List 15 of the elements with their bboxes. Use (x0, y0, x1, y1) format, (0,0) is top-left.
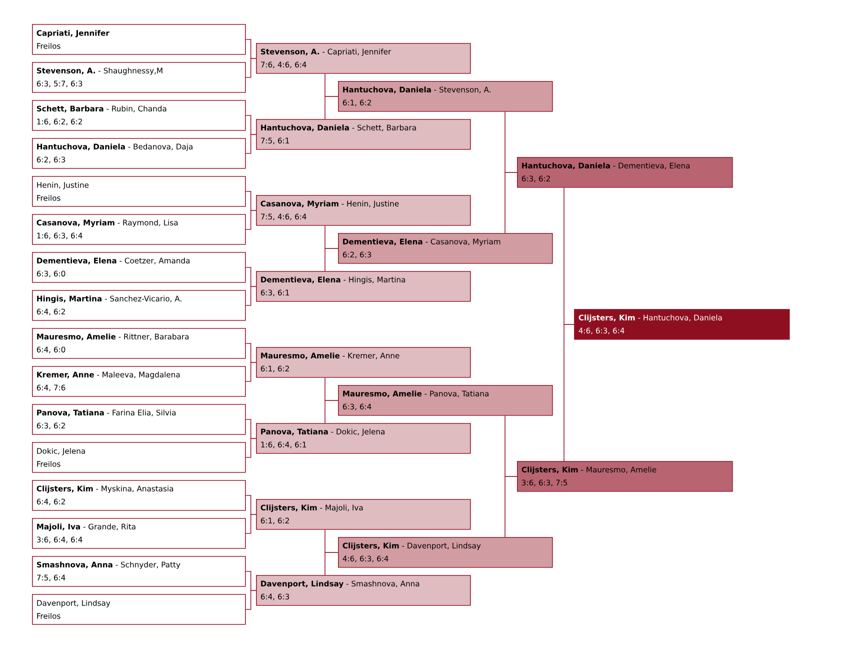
bracket-line (324, 96, 338, 120)
bracket-line (324, 248, 338, 272)
bracket-line (324, 400, 338, 424)
bracket-line (245, 514, 256, 534)
bracket-line (245, 286, 256, 306)
bracket-line (504, 476, 518, 538)
bracket-line (245, 362, 256, 382)
bracket-line (245, 134, 256, 154)
bracket-line (245, 58, 256, 78)
bracket-line (245, 590, 256, 610)
bracket-line (245, 438, 256, 458)
bracket-line (245, 210, 256, 230)
bracket-line (324, 552, 338, 576)
bracket-line (564, 324, 574, 462)
bracket-line (504, 172, 518, 234)
